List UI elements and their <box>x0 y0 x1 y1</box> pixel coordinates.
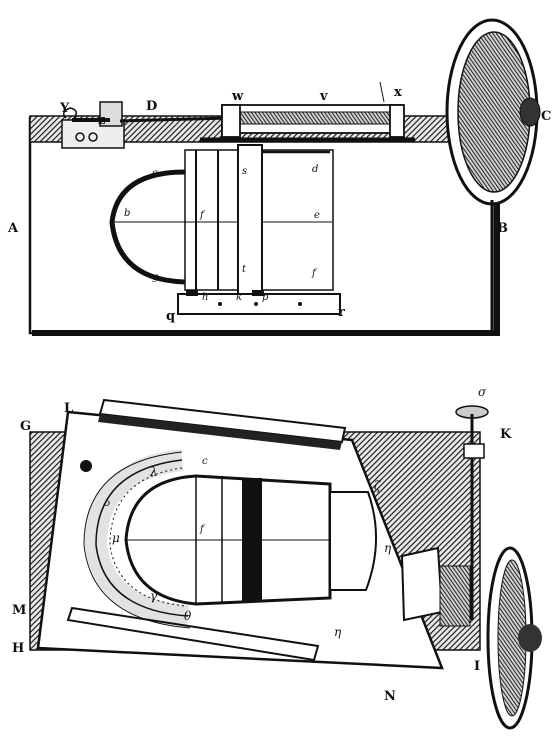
label-Y: Y <box>59 101 70 116</box>
label-e: e <box>314 210 320 221</box>
label-c-bottom: c <box>202 456 208 467</box>
label-g: g <box>152 272 158 283</box>
label-p: p <box>262 292 269 303</box>
label-zeta: ζ <box>374 479 382 493</box>
label-theta-arc: θ <box>184 609 192 623</box>
label-H: H <box>12 641 24 656</box>
label-lambda: λ <box>149 465 158 479</box>
label-eta-lower: η <box>334 625 342 639</box>
label-t: t <box>242 264 247 275</box>
label-f: f <box>199 210 206 221</box>
label-f-right: f <box>311 268 318 279</box>
label-w: w <box>231 89 244 104</box>
label-f-bottom: f <box>199 524 206 535</box>
label-N: N <box>384 689 396 704</box>
label-x: x <box>394 85 402 100</box>
label-c: c <box>152 168 158 179</box>
label-A: A <box>7 221 19 236</box>
label-z: z <box>98 113 105 128</box>
label-M: M <box>12 603 26 618</box>
label-r: r <box>338 305 345 320</box>
label-K: K <box>500 427 512 442</box>
label-gamma: γ <box>150 589 158 603</box>
label-B: B <box>497 221 508 236</box>
label-s: s <box>242 166 247 177</box>
label-d: d <box>312 164 318 175</box>
label-L: L <box>64 401 73 416</box>
label-o: o <box>104 498 110 509</box>
label-I: I <box>474 659 480 674</box>
label-C: C <box>541 109 551 124</box>
vertical-slide <box>237 144 263 296</box>
label-eta: η <box>384 541 392 555</box>
label-G: G <box>20 419 31 434</box>
label-D: D <box>146 99 157 114</box>
bottom-figure: G L K M H N I σ c f ζ η η λ γ θ μ o <box>12 385 542 730</box>
label-v: v <box>319 89 328 104</box>
label-h: h <box>202 292 208 303</box>
label-sigma: σ <box>478 385 487 399</box>
label-k: k <box>236 292 242 303</box>
label-b: b <box>124 208 130 219</box>
label-mu: μ <box>112 531 120 545</box>
label-q: q <box>166 309 175 324</box>
top-figure: A B C D Y z w v x c d b e f g f s t h k … <box>7 18 551 336</box>
